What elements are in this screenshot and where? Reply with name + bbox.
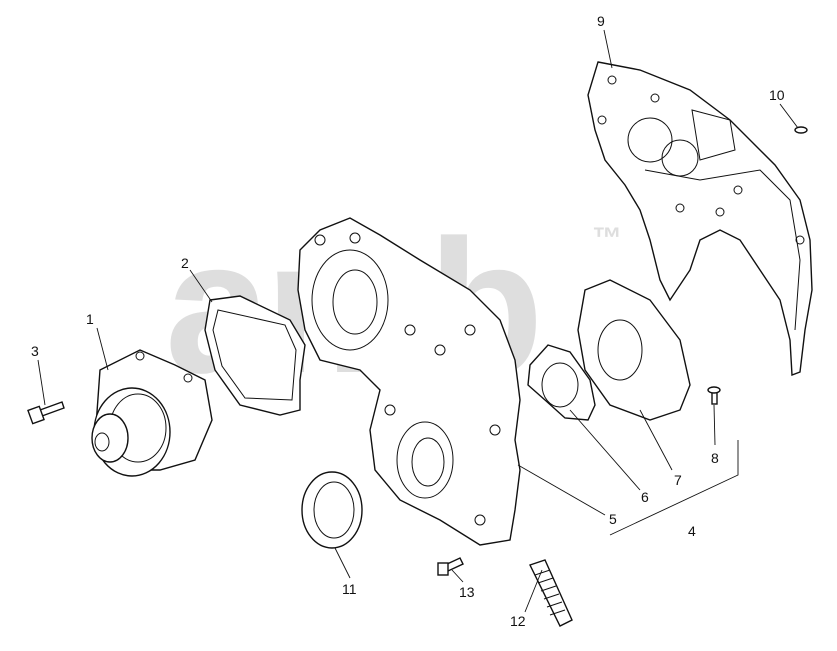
leader-lines: [37, 29, 799, 613]
callout-8: 8: [711, 450, 719, 466]
callout-7: 7: [674, 472, 682, 488]
part-12-spring-plunger: [529, 559, 573, 627]
part-9-cover-gasket: [587, 61, 813, 376]
part-8-pin: [707, 386, 721, 405]
part-5-timing-case: [297, 217, 521, 546]
part-10-pin: [794, 126, 808, 134]
callout-3: 3: [31, 343, 39, 359]
part-6-gear-ring: [527, 344, 596, 421]
callout-10: 10: [769, 87, 785, 103]
callout-2: 2: [181, 255, 189, 271]
callout-12: 12: [510, 613, 526, 629]
part-7-oil-pump-plate: [577, 279, 691, 421]
callout-4: 4: [688, 523, 696, 539]
callout-6: 6: [641, 489, 649, 505]
part-2-pump-gasket: [204, 295, 306, 416]
callout-1: 1: [86, 311, 94, 327]
watermark-tm: ™: [592, 222, 622, 255]
part-3-bolt: [27, 401, 65, 425]
part-1-water-pump: [91, 349, 213, 477]
callout-5: 5: [609, 511, 617, 527]
callout-9: 9: [597, 13, 605, 29]
callout-11: 11: [342, 581, 357, 597]
part-11-seal: [301, 471, 363, 549]
callout-labels: 1 2 3 4 5 6 7 8 9 10 11 12 13: [31, 13, 785, 629]
callout-13: 13: [459, 584, 475, 600]
part-13-bolt: [437, 557, 464, 576]
